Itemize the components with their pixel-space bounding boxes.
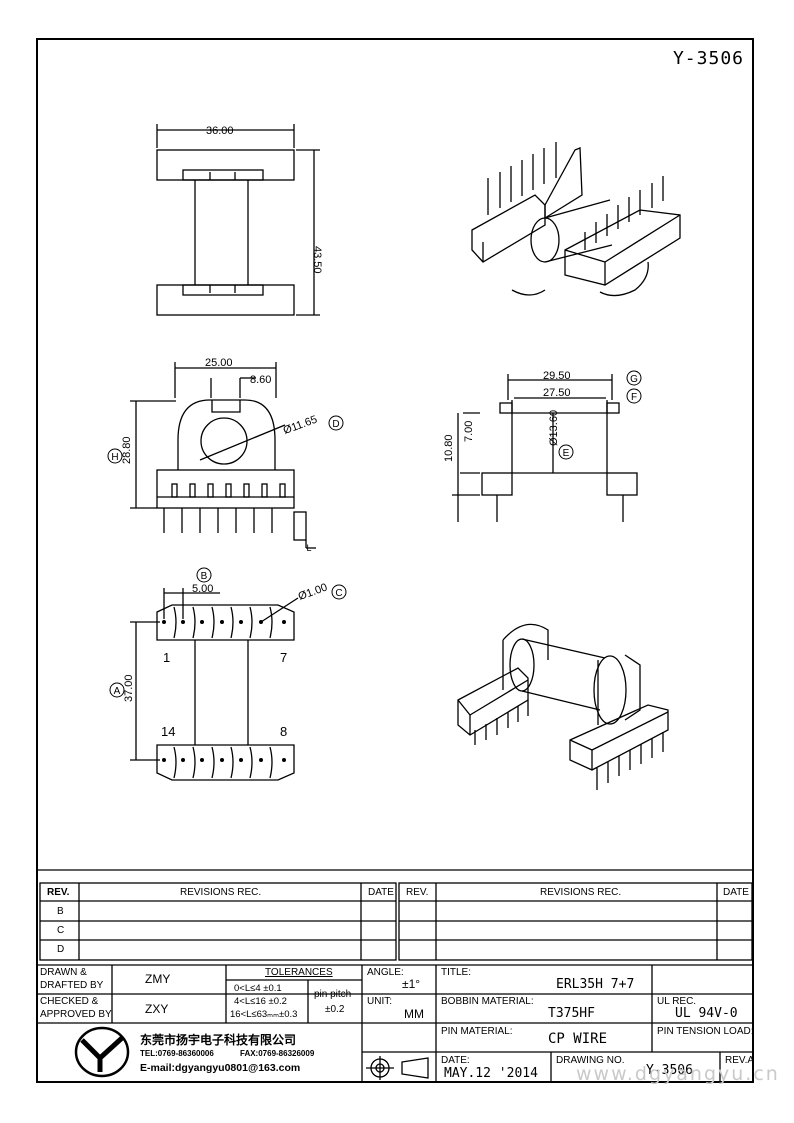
callout-e: E: [563, 448, 570, 459]
rev-row-b: B: [57, 906, 64, 917]
pin-label-8: 8: [280, 724, 287, 739]
drawing-number-top: Y-3506: [672, 48, 744, 69]
angle-value: ±1°: [402, 977, 421, 991]
side-view: [452, 374, 638, 522]
rev-header-left: REV.: [47, 887, 70, 898]
callout-a: A: [114, 686, 121, 697]
callout-b: B: [201, 571, 208, 582]
drawn-label: DRAWN &: [40, 967, 87, 978]
company-tel: TEL:0769-86360006: [140, 1049, 214, 1058]
rev-header-right: REV.: [406, 887, 429, 898]
bobbin-value: T375HF: [548, 1006, 595, 1021]
dim-pin-span: 37.00: [123, 674, 135, 702]
date-label: DATE:: [441, 1055, 470, 1066]
dim-side-h2: 7.00: [463, 421, 475, 442]
dim-side-dia: Ø13.60: [548, 410, 560, 446]
rev-row-d: D: [57, 944, 65, 955]
dim-front-slot: 8.60: [250, 374, 271, 386]
ul-value: UL 94V-0: [675, 1006, 738, 1021]
callout-h: H: [111, 452, 118, 463]
top-view: [156, 124, 320, 316]
angle-label: ANGLE:: [367, 967, 404, 978]
pin-material-label: PIN MATERIAL:: [441, 1026, 513, 1037]
tol-1: 0<L≤4 ±0.1: [234, 983, 282, 994]
dim-side-h1: 10.80: [443, 434, 455, 462]
front-view: [130, 362, 316, 549]
checked-value: ZXY: [145, 1002, 169, 1016]
unit-label: UNIT:: [367, 996, 392, 1007]
approved-label: APPROVED BY: [40, 1009, 112, 1020]
rev-rec-header-left: REVISIONS REC.: [180, 887, 262, 898]
dim-side-inner: 27.50: [543, 387, 571, 399]
pin-pitch-tol: ±0.2: [325, 1004, 345, 1015]
rev-rec-header-right: REVISIONS REC.: [540, 887, 622, 898]
company-email: E-mail:dgyangyu0801@163.com: [140, 1062, 301, 1074]
pin-label-7: 7: [280, 650, 287, 665]
title-label: TITLE:: [441, 967, 472, 978]
dim-top-width: 36.00: [206, 125, 234, 137]
tol-3: 16<L≤63ₘₘ±0.3: [230, 1009, 298, 1020]
checked-label: CHECKED &: [40, 996, 99, 1007]
drawn-value: ZMY: [145, 972, 171, 986]
pin-label-1: 1: [163, 650, 170, 665]
callout-c: C: [335, 588, 342, 599]
ul-label: UL REC.: [657, 996, 697, 1007]
dim-side-outer: 29.50: [543, 370, 571, 382]
title-block-grid: [36, 869, 754, 1083]
bobbin-label: BOBBIN MATERIAL:: [441, 996, 534, 1007]
callout-l: L: [306, 543, 311, 553]
date-value: MAY.12 '2014: [444, 1066, 538, 1081]
pin-tension-label: PIN TENSION LOAD:: [657, 1026, 754, 1037]
drafted-label: DRAFTED BY: [40, 980, 104, 991]
tolerances-label: TOLERANCES: [265, 967, 333, 978]
dim-front-height: 28.80: [121, 436, 133, 464]
rev-row-c: C: [57, 925, 65, 936]
dim-pin-pitch: 5.00: [192, 583, 213, 595]
callout-d: D: [332, 419, 339, 430]
pin-material-value: CP WIRE: [548, 1031, 608, 1047]
title-value: ERL35H 7+7: [556, 977, 635, 992]
drawing-no-label: DRAWING NO.: [556, 1055, 625, 1066]
drawing-no-value: Y-3506: [646, 1063, 693, 1078]
callout-f: F: [631, 392, 637, 403]
unit-value: MM: [404, 1007, 424, 1021]
dim-front-dia: Ø11.65: [282, 414, 319, 437]
bottom-view: [130, 588, 299, 781]
rev-date-header-left: DATE: [368, 887, 394, 898]
dim-pin-dia: Ø1.00: [297, 581, 329, 603]
rev-label: REV.A: [725, 1055, 755, 1066]
tol-2: 4<L≤16 ±0.2: [234, 996, 287, 1007]
dim-front-width: 25.00: [205, 357, 233, 369]
watermark: www.dgyangyu.cn: [576, 1063, 780, 1085]
rev-date-header-right: DATE: [723, 887, 749, 898]
dim-top-height: 43.50: [311, 246, 323, 274]
drawing-frame: [36, 38, 754, 1083]
callout-g: G: [630, 374, 638, 385]
company-fax: FAX:0769-86326009: [240, 1049, 315, 1058]
iso-view-bottom: [457, 623, 669, 790]
iso-view-top: [471, 142, 681, 297]
pin-label-14: 14: [161, 724, 175, 739]
company-name: 东莞市扬宇电子科技有限公司: [140, 1033, 297, 1047]
pin-pitch-label: pin pitch: [314, 989, 352, 1000]
